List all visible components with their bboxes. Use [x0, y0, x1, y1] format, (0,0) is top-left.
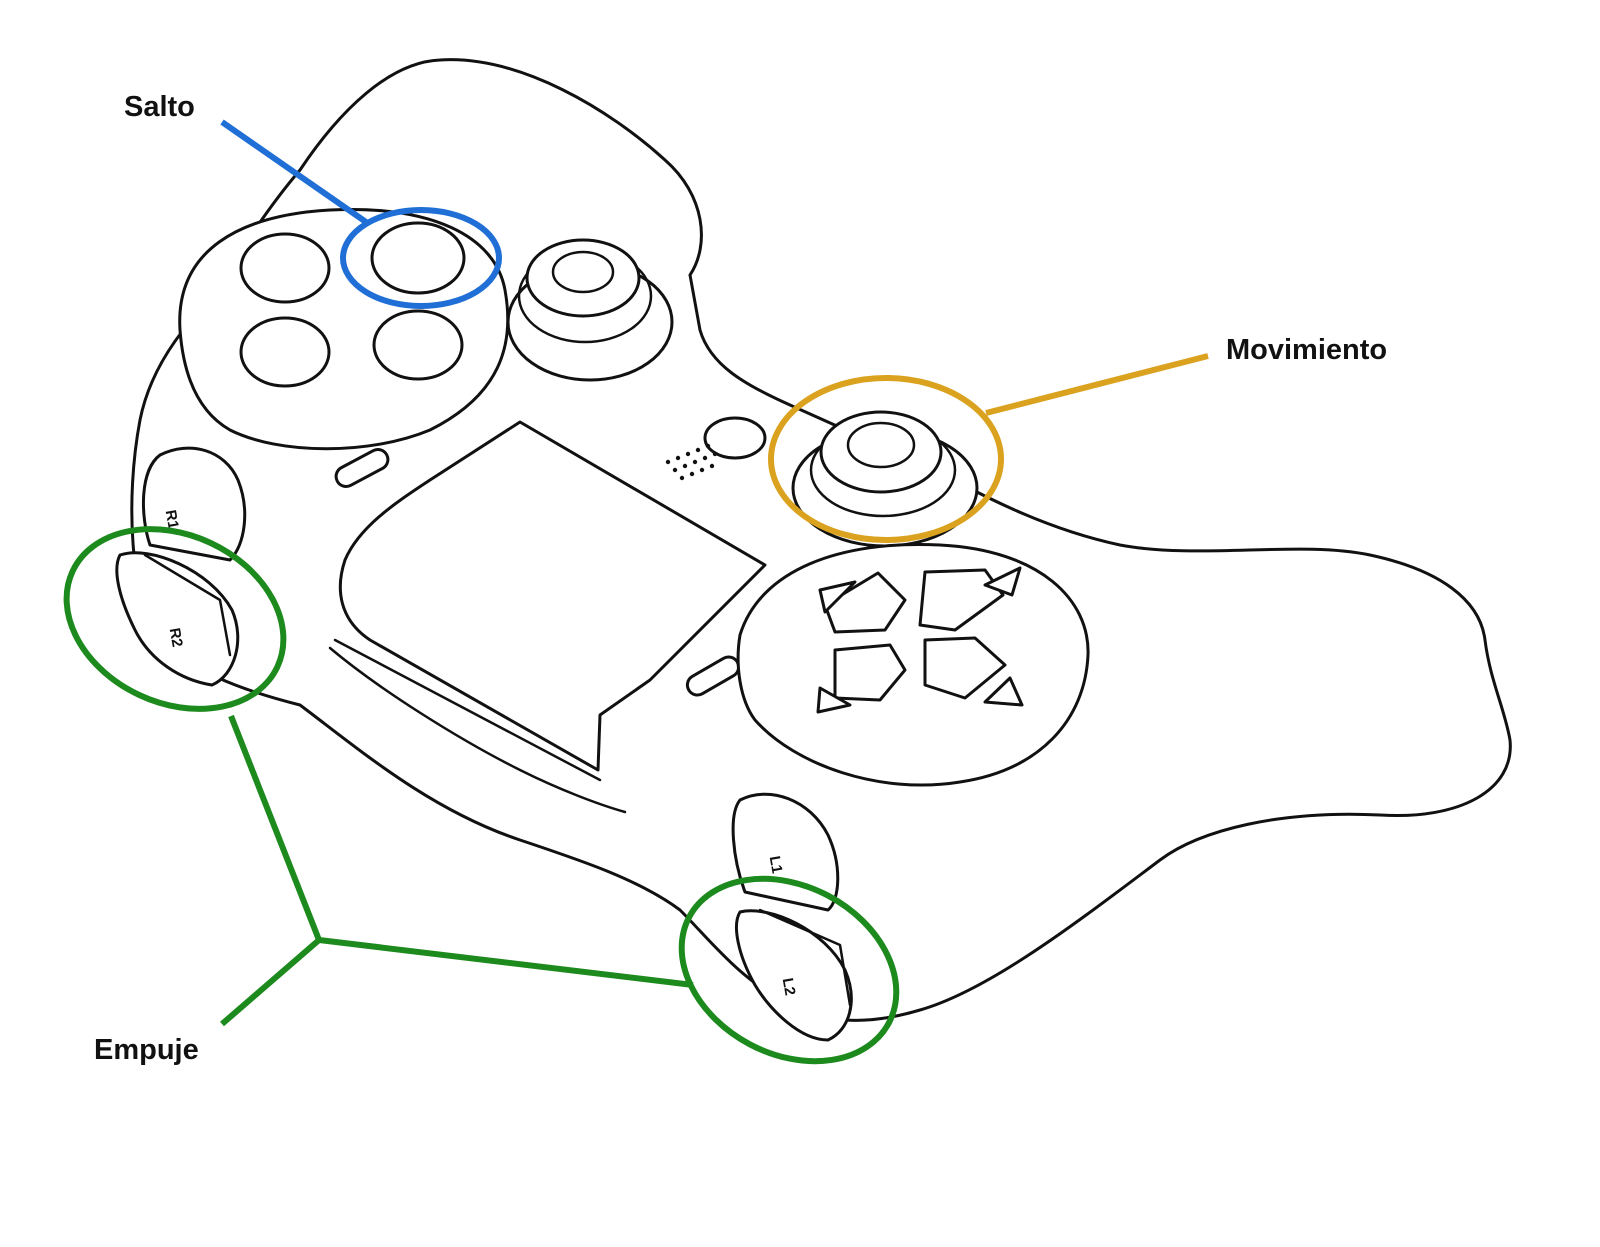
face-button-top	[370, 221, 466, 295]
r1-button	[142, 446, 247, 562]
r2-button	[115, 551, 240, 687]
dpad-buttons	[816, 566, 1024, 714]
l2-marking: L2	[779, 977, 799, 997]
left-stick-cap	[819, 410, 943, 494]
r2-marking: R2	[166, 627, 186, 649]
movement-highlight-ring	[768, 375, 1004, 543]
jump-label: Salto	[124, 91, 195, 123]
push-leader-line-to-label	[220, 937, 321, 1027]
face-button-bottom-left	[239, 316, 331, 388]
face-button-bottom-right	[372, 309, 464, 381]
r1-marking: R1	[162, 509, 182, 531]
face-button-left	[239, 232, 331, 304]
movement-label: Movimiento	[1226, 334, 1388, 366]
push-highlight-ring-r2	[63, 526, 287, 712]
push-label: Empuje	[94, 1034, 199, 1066]
l1-marking: L1	[766, 855, 786, 875]
options-button	[703, 416, 767, 460]
push-highlight-ring-l2	[678, 875, 900, 1065]
speaker-grille	[665, 443, 718, 481]
jump-highlight-ring	[340, 207, 502, 309]
touchpad	[338, 420, 767, 772]
right-stick-cap	[525, 238, 641, 318]
movement-leader-line	[985, 353, 1209, 416]
jump-leader-line	[220, 119, 368, 225]
dpad-area	[736, 542, 1090, 787]
share-button	[334, 448, 390, 488]
